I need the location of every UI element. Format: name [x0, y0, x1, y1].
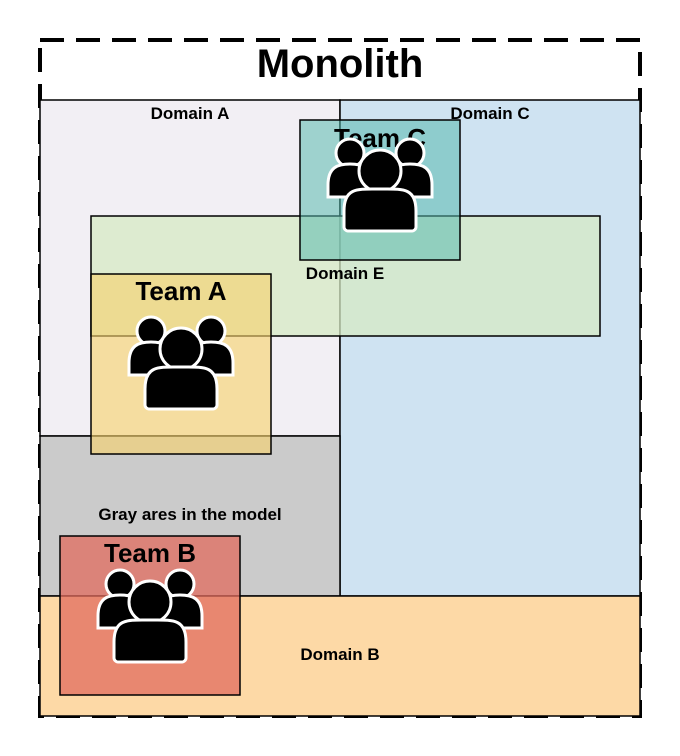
- team-b-label: Team B: [104, 538, 196, 568]
- domain-a-label: Domain A: [151, 104, 230, 123]
- monolith-title: Monolith: [257, 42, 424, 86]
- team-c-people-icon: [326, 137, 434, 233]
- team-b: Team B: [59, 535, 241, 696]
- gray-area-label: Gray ares in the model: [98, 505, 281, 524]
- team-b-people-icon: [96, 568, 204, 664]
- team-c: Team C: [299, 119, 461, 261]
- domain-c-label: Domain C: [450, 104, 529, 123]
- team-a: Team A: [90, 273, 272, 455]
- domain-e-label: Domain E: [306, 264, 384, 283]
- domain-b-label: Domain B: [300, 645, 379, 664]
- team-a-people-icon: [127, 315, 235, 411]
- team-a-label: Team A: [135, 276, 226, 306]
